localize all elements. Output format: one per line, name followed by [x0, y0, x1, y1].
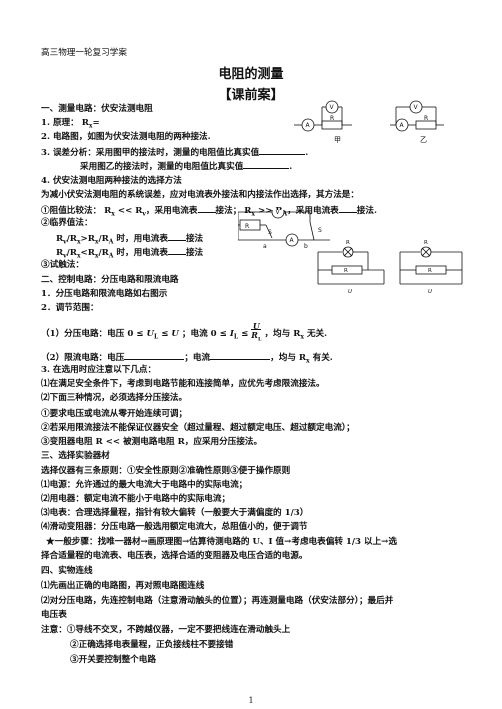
control-line-1: 1．分压电路和限流电路如右图示 — [41, 289, 168, 299]
error-analysis-a: 3. 误差分析：采用图甲的接法时，测量的电阻值比真实值. — [41, 148, 309, 158]
trial-voltmeter-label: V — [276, 210, 281, 216]
node-a: a — [263, 243, 267, 250]
power-supply: ⑴电源：允许通过的最大电流大于电路中的实际电流； — [41, 480, 248, 490]
page-subtitle: 【课前案】 — [218, 88, 284, 103]
section-2-heading: 二、控制电路：分压电路和限流电路 — [41, 275, 179, 285]
ammeter-label-yi: A — [400, 122, 405, 129]
section-3-heading: 三、选择实验器材 — [41, 451, 110, 461]
circuit-line: 2. 电路图，如图为伏安法测电阻的两种接法. — [41, 132, 211, 142]
trial-ammeter-label: A — [290, 237, 295, 244]
rheostat: ⑷滑动变阻器：分压电路一般选用额定电流大，总阻值小的，便于调节 — [41, 522, 308, 532]
critical-case-2: Rv/Rx<Rx/RA 时，用电流表接法 — [56, 248, 204, 260]
page-title: 电阻的测量 — [218, 67, 284, 82]
method-heading: 4. 伏安法测电阻两种接法的选择方法 — [41, 176, 182, 186]
caution-1: 注意：①导线不交叉，不跨越仪器，一定不要把线连在滑动触头上 — [41, 625, 291, 635]
switch-label-2: S — [318, 227, 322, 234]
steps-line-1: ★一般步骤：找唯一器材→画原理图→估算待测电路的 U、I 值→考虑电表偏转 1/… — [46, 537, 397, 547]
resistor-label-jia: R — [330, 115, 334, 122]
caution-2: ②正确选择电表量程，正负接线柱不要接错 — [70, 640, 234, 650]
principles: 选择仪器有三条原则：①安全性原则②准确性原则③便于操作原则 — [41, 466, 291, 476]
wiring-2: ⑵对分压电路，先连控制电路（注意滑动触头的位置）；再连测量电路（伏安法部分）；最… — [41, 596, 394, 606]
voltmeter-label-yi: V — [414, 104, 419, 111]
appliance: ⑵用电器：额定电流不能小于电路中的实际电流； — [41, 494, 231, 504]
critical-method: ②临界值法： — [41, 218, 93, 228]
voltammetry-figure: A V R A V R 甲 乙 — [294, 100, 444, 144]
case-2: ②若采用限流接法不能保证仪器安全（超过量程、超过额定电压、超过额定电流）； — [41, 423, 355, 433]
node-b: b — [304, 243, 308, 250]
figure-yi-label: 乙 — [420, 136, 427, 144]
compare-method: ①阻值比较法： Rx << Rv，采用电流表接法； Rx >> RA，采用电流表… — [41, 206, 377, 218]
note-1: ⑴在满足安全条件下，考虑到电路节能和连接简单，应优先考虑限流接法。 — [41, 379, 325, 389]
note-2: ⑵下面三种情况，必须选择分压接法。 — [41, 393, 188, 403]
meters: ⑶电表：合理选择量程，指针有较大偏转（一般要大于满偏度的 1/3） — [41, 508, 309, 518]
case-1: ①要求电压或电流从零开始连续可调； — [41, 409, 188, 419]
method-intro: 为减小伏安法测电阻的系统误差，应对电流表外接法和内接法作出选择，其方法是： — [41, 190, 359, 200]
voltmeter-label-jia: V — [330, 104, 335, 111]
section-4-heading: 四、实物连线 — [41, 566, 93, 576]
principle-line: 1. 原理： Rx= — [41, 118, 100, 130]
critical-case-1: Rv/Rx>Rx/RA 时，用电流表接法 — [56, 234, 204, 246]
limit-rheostat-label: R — [428, 268, 432, 274]
wiring-1: ⑴先画出正确的电路图，再对照电路图连线 — [41, 581, 205, 591]
trial-contact-figure: R V A S S a b — [238, 210, 330, 250]
page-number: 1 — [248, 696, 254, 705]
control-line-2: 2．调节范围： — [41, 303, 99, 313]
limit-range: （2）限流电路：电压；电流，均与 Rx 有关. — [41, 353, 333, 365]
series-header: 高三物理一轮复习学案 — [41, 48, 127, 58]
rx-label: R — [245, 223, 249, 230]
switch-label-1: S — [268, 229, 272, 236]
trial-method: ③试触法： — [41, 260, 84, 270]
divider-u-label: U — [348, 289, 352, 295]
error-analysis-b: 采用图乙的接法时，测量的电阻值比真实值. — [80, 162, 293, 172]
ammeter-label-jia: A — [306, 122, 311, 129]
steps-line-2: 择合适量程的电流表、电压表，选择合适的变阻器及电压合适的电源。 — [41, 551, 308, 561]
figure-jia-label: 甲 — [334, 136, 341, 144]
limit-u-label: U — [428, 289, 432, 295]
resistor-label-yi: R — [424, 115, 428, 122]
case-3: ③变阻器电阻 R << 被测电路电阻 R，应采用分压接法。 — [41, 437, 263, 447]
wiring-3: 电压表 — [41, 610, 67, 620]
notes-heading: 3. 在选用时应注意以下几点： — [41, 365, 157, 375]
section-1-heading: 一、测量电路：伏安法测电阻 — [41, 104, 153, 114]
control-circuits-figure: R R R R U U — [317, 240, 463, 295]
caution-3: ③开关要控制整个电路 — [70, 655, 156, 665]
limit-load-label: R — [424, 240, 428, 246]
divider-rheostat-label: R — [344, 268, 348, 274]
divider-load-label: R — [346, 240, 350, 246]
